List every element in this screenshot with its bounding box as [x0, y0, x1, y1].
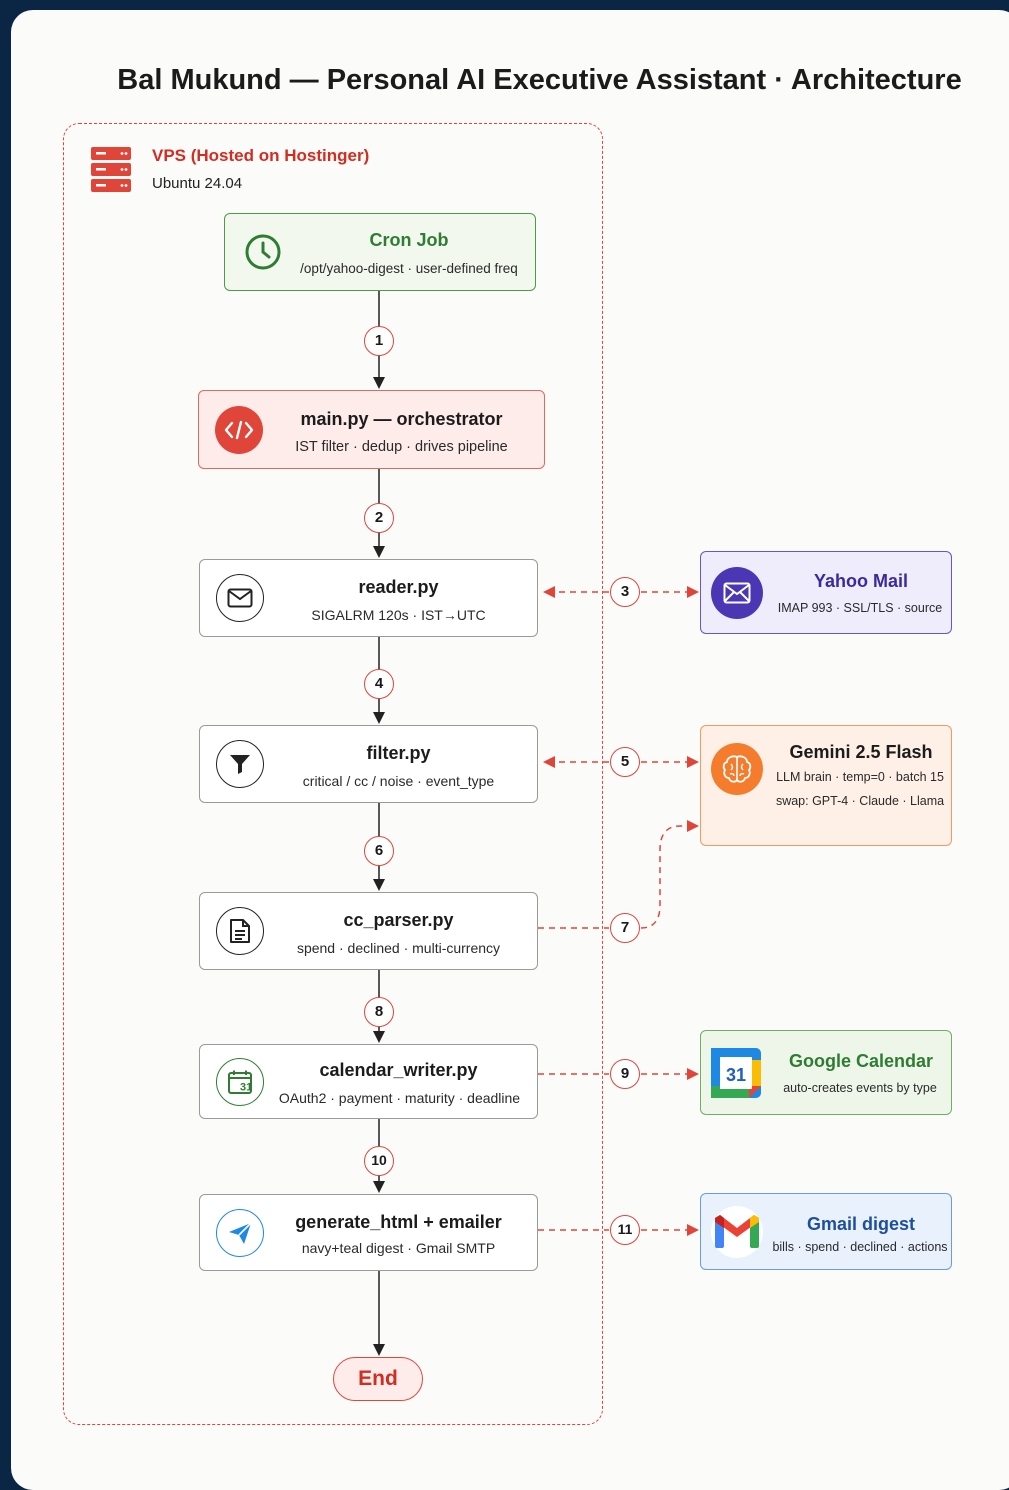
cc-parser-py-node: cc_parser.py spend · declined · multi-cu… — [199, 892, 538, 970]
step-badge-4: 4 — [364, 669, 394, 699]
cc-parser-py-subtitle: spend · declined · multi-currency — [296, 940, 501, 956]
end-node: End — [333, 1357, 423, 1401]
google-calendar-title: Google Calendar — [788, 1051, 934, 1071]
cron-job-title: Cron Job — [369, 230, 449, 250]
reader-py-subtitle: SIGALRM 120s · IST→UTC — [311, 607, 486, 623]
reader-py-node: reader.py SIGALRM 120s · IST→UTC — [199, 559, 538, 637]
reader-py-title: reader.py — [358, 577, 439, 597]
calendar-writer-py-node: 31 calendar_writer.py OAuth2 · payment ·… — [199, 1044, 538, 1119]
vps-boundary — [63, 123, 603, 1425]
mail-icon — [711, 566, 763, 619]
vps-subtitle: Ubuntu 24.04 — [152, 175, 243, 192]
step-badge-9: 9 — [610, 1059, 640, 1089]
step-badge-10: 10 — [364, 1146, 394, 1176]
main-py-title: main.py — orchestrator — [300, 409, 503, 429]
gemini-title: Gemini 2.5 Flash — [789, 742, 933, 762]
step-badge-1: 1 — [364, 326, 394, 356]
generate-html-node: generate_html + emailer navy+teal digest… — [199, 1194, 538, 1271]
gemini-subtitle-swap: swap: GPT-4 · Claude · Llama — [775, 794, 945, 808]
brain-icon — [711, 743, 763, 795]
generate-html-title: generate_html + emailer — [295, 1212, 502, 1232]
google-calendar-icon-text: 31 — [726, 1065, 746, 1085]
calendar-icon-text: 31 — [240, 1081, 252, 1093]
generate-html-subtitle: navy+teal digest · Gmail SMTP — [301, 1240, 496, 1256]
step-badge-2: 2 — [364, 503, 394, 533]
step-badge-3: 3 — [610, 577, 640, 607]
step-badge-8: 8 — [364, 997, 394, 1027]
cc-parser-py-title: cc_parser.py — [343, 910, 454, 930]
cron-job-subtitle: /opt/yahoo-digest · user-defined freq — [300, 261, 518, 276]
filter-py-node: filter.py critical / cc / noise · event_… — [199, 725, 538, 803]
gemini-subtitle: LLM brain · temp=0 · batch 15 — [776, 770, 944, 784]
step-badge-5: 5 — [610, 747, 640, 777]
step-badge-11: 11 — [610, 1215, 640, 1245]
link-7-right — [640, 820, 699, 929]
funnel-icon — [216, 740, 264, 788]
calendar-writer-py-title: calendar_writer.py — [319, 1060, 478, 1080]
gmail-digest-title: Gmail digest — [806, 1214, 916, 1234]
filter-py-subtitle: critical / cc / noise · event_type — [302, 773, 495, 789]
vps-title: VPS (Hosted on Hostinger) — [152, 146, 370, 165]
code-icon — [215, 405, 263, 454]
main-py-node: main.py — orchestrator IST filter · dedu… — [198, 390, 545, 469]
yahoo-mail-subtitle: IMAP 993 · SSL/TLS · source — [777, 601, 943, 615]
calendar-writer-py-subtitle: OAuth2 · payment · maturity · deadline — [278, 1090, 521, 1106]
paper-plane-icon — [216, 1208, 264, 1257]
google-calendar-subtitle: auto-creates events by type — [783, 1081, 937, 1095]
gmail-digest-node: Gmail digest bills · spend · declined · … — [700, 1193, 952, 1270]
clock-icon — [243, 232, 283, 272]
mail-icon — [216, 574, 264, 622]
document-icon — [216, 907, 264, 955]
filter-py-title: filter.py — [366, 743, 431, 763]
cron-job-node: Cron Job /opt/yahoo-digest · user-define… — [224, 213, 536, 291]
step-badge-7: 7 — [610, 913, 640, 943]
main-py-subtitle: IST filter · dedup · drives pipeline — [295, 439, 508, 455]
gmail-icon — [711, 1205, 763, 1258]
gmail-digest-subtitle: bills · spend · declined · actions — [772, 1240, 948, 1254]
yahoo-mail-node: Yahoo Mail IMAP 993 · SSL/TLS · source — [700, 551, 952, 634]
calendar-icon: 31 — [216, 1057, 264, 1106]
step-badge-6: 6 — [364, 836, 394, 866]
google-calendar-node: 31 Google Calendar auto-creates events b… — [700, 1030, 952, 1115]
yahoo-mail-title: Yahoo Mail — [813, 571, 909, 591]
server-icon — [91, 147, 131, 198]
diagram-title: Bal Mukund — Personal AI Executive Assis… — [117, 64, 962, 96]
google-calendar-icon: 31 — [711, 1047, 761, 1098]
gemini-node: Gemini 2.5 Flash LLM brain · temp=0 · ba… — [700, 725, 952, 846]
